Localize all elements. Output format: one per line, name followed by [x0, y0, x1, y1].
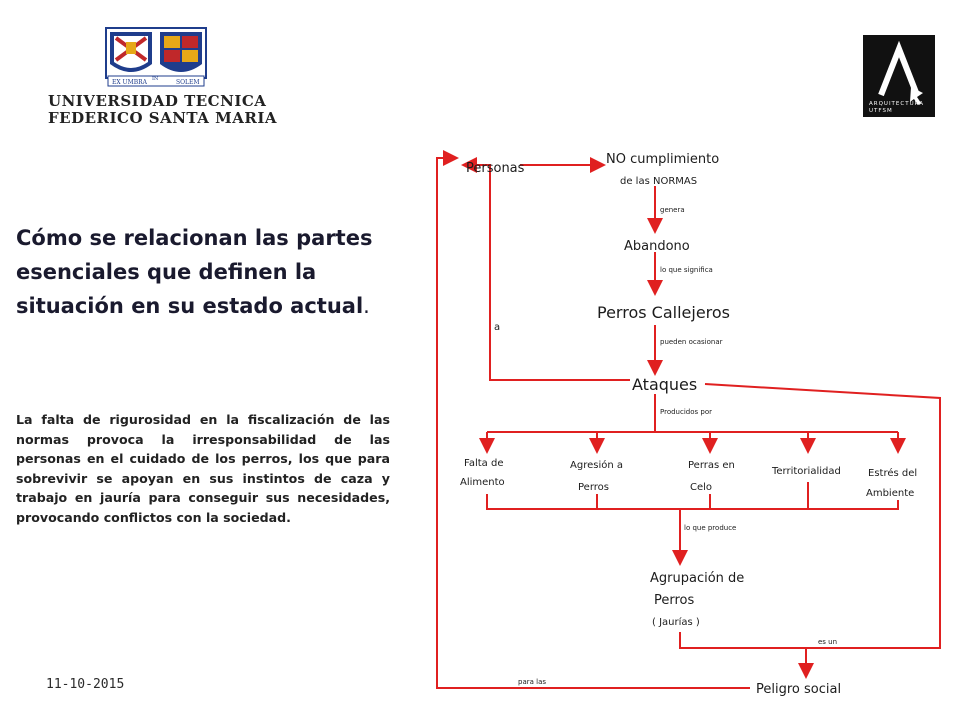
university-name: UNIVERSIDAD TECNICA FEDERICO SANTA MARIA	[48, 93, 277, 127]
label-genera: genera	[660, 206, 685, 214]
label-para-las: para las	[518, 678, 546, 686]
label-es-un: es un	[818, 638, 837, 646]
arrow-ataques-to-peligro-loop	[704, 383, 941, 679]
label-a: a	[494, 322, 500, 333]
node-no-cumplimiento-line2: de las NORMAS	[620, 176, 697, 187]
arquitectura-logo: ARQUITECTURA UTFSM	[863, 35, 935, 117]
node-agrupacion-line1: Agrupación de	[650, 571, 744, 586]
node-perros-callejeros: Perros Callejeros	[597, 303, 730, 322]
node-falta-alimento-line1: Falta de	[464, 458, 503, 469]
motto-left: EX UMBRA	[112, 79, 148, 86]
university-logo: EX UMBRA IN SOLEM	[44, 24, 264, 134]
university-name-line1: UNIVERSIDAD TECNICA	[48, 92, 267, 110]
arrow-ataques-to-personas-loop	[461, 157, 630, 381]
page-title: Cómo se relacionan las partes esenciales…	[16, 221, 388, 323]
node-estres-line2: Ambiente	[866, 488, 914, 499]
node-territorialidad: Territorialidad	[771, 466, 841, 477]
collect-bar-causes	[486, 494, 899, 510]
arquitectura-a-icon	[878, 40, 923, 105]
node-ataques: Ataques	[632, 375, 697, 394]
page-title-text: Cómo se relacionan las partes esenciales…	[16, 226, 373, 318]
university-name-line2: FEDERICO SANTA MARIA	[48, 109, 277, 127]
node-falta-alimento-line2: Alimento	[460, 477, 505, 488]
line-agrupacion-to-peligro	[679, 632, 806, 649]
node-agresion-line2: Perros	[578, 482, 609, 493]
arrow-peligro-to-personas-loop	[436, 150, 750, 689]
body-paragraph: La falta de rigurosidad en la fiscalizac…	[16, 412, 390, 525]
label-pueden-ocasionar: pueden ocasionar	[660, 338, 723, 346]
node-estres-line1: Estrés del	[868, 467, 917, 479]
label-lo-que-significa: lo que significa	[660, 266, 713, 274]
page-title-dot: .	[363, 294, 370, 318]
node-celo-line1: Perras en	[688, 460, 735, 471]
node-no-cumplimiento-line1: NO cumplimiento	[606, 152, 719, 167]
node-celo-line2: Celo	[690, 482, 712, 493]
node-abandono: Abandono	[624, 239, 690, 254]
arquitectura-line1: ARQUITECTURA	[869, 101, 924, 107]
node-agrupacion-line2: Perros	[654, 593, 695, 608]
motto-mid: IN	[152, 76, 159, 82]
arquitectura-line2: UTFSM	[869, 108, 893, 114]
node-personas: Personas	[466, 161, 525, 176]
node-agrupacion-line3: ( Jaurías )	[652, 616, 700, 628]
university-shield-icon: EX UMBRA IN SOLEM	[105, 27, 207, 87]
node-peligro-social: Peligro social	[756, 682, 841, 697]
node-agresion-line1: Agresión a	[570, 459, 623, 471]
slide-date: 11-10-2015	[46, 677, 125, 692]
arquitectura-text: ARQUITECTURA UTFSM	[869, 101, 924, 115]
label-lo-que-produce: lo que produce	[684, 524, 736, 532]
label-producidos-por: Producidos por	[660, 408, 712, 416]
motto-right: SOLEM	[176, 79, 200, 86]
